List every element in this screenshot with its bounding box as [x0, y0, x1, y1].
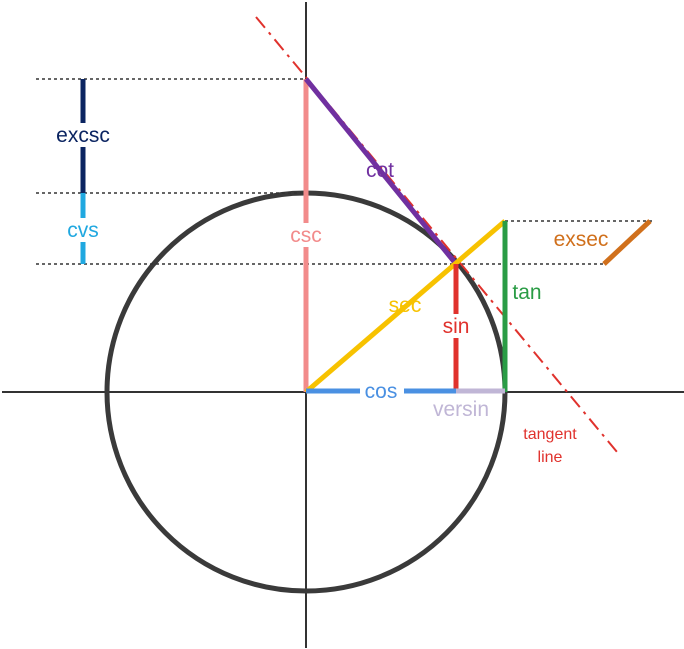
excsc-label-bg	[52, 123, 114, 147]
excsc-label: excsc	[56, 124, 110, 147]
cvs-label: cvs	[67, 219, 99, 242]
tangent-line-label-line1: tangent	[523, 426, 577, 443]
cos-label-bg	[360, 380, 404, 402]
cvs-label-bg	[64, 218, 102, 242]
cos-label: cos	[365, 380, 398, 403]
versin-label: versin	[433, 398, 489, 421]
exsec-segment	[602, 219, 652, 266]
csc-label-bg	[288, 223, 326, 247]
csc-label: csc	[290, 224, 322, 247]
sec-segment	[304, 219, 507, 394]
tangent-line-label-line2: line	[538, 449, 563, 466]
cot-segment	[304, 77, 458, 266]
sec-label: sec	[389, 294, 422, 317]
cot-label: cot	[366, 159, 394, 182]
tan-label: tan	[512, 281, 541, 304]
sin-label-bg	[438, 314, 476, 338]
sin-label: sin	[443, 315, 470, 338]
exsec-label: exsec	[554, 228, 609, 251]
versin-label-bg	[426, 398, 496, 420]
